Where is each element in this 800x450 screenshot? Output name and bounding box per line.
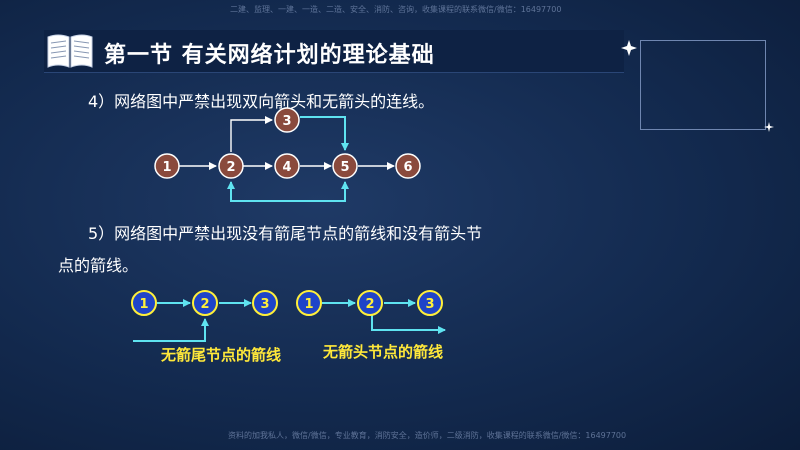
watermark-top: 二建、监理、一建、一造、二造、安全、消防、咨询，收集课程的联系微信/微信：164… [230, 5, 562, 14]
node: 3 [252, 290, 278, 316]
book-icon [47, 34, 93, 68]
edge-5-2-double-arrow [227, 181, 346, 202]
node: 1 [154, 153, 180, 179]
node: 1 [131, 290, 157, 316]
rule-4-text: 4）网络图中严禁出现双向箭头和无箭头的连线。 [88, 92, 435, 111]
node: 6 [395, 153, 421, 179]
node: 3 [274, 107, 300, 133]
node-label: 2 [226, 160, 235, 175]
node: 2 [218, 153, 244, 179]
node-label: 6 [403, 160, 412, 175]
node-label: 2 [200, 297, 209, 312]
watermark-bottom: 资料的加我私人，微信/微信，专业教育，消防安全，造价师，二级消防，收集课程的联系… [228, 431, 627, 440]
node: 5 [332, 153, 358, 179]
edge-3-5 [300, 116, 349, 151]
node-label: 1 [139, 297, 148, 312]
node: 2 [357, 290, 383, 316]
node: 4 [274, 153, 300, 179]
node: 3 [417, 290, 443, 316]
caption-no-head: 无箭头节点的箭线 [322, 343, 443, 361]
page-title: 第一节 有关网络计划的理论基础 [104, 43, 435, 68]
rule-5-text-line2: 点的箭线。 [58, 256, 139, 275]
caption-no-tail: 无箭尾节点的箭线 [160, 346, 281, 364]
rule-5-text-line1: 5）网络图中严禁出现没有箭尾节点的箭线和没有箭头节 [88, 224, 483, 243]
node-label: 1 [304, 297, 313, 312]
node-label: 1 [162, 160, 171, 175]
node-label: 4 [282, 160, 291, 175]
tail-less-arrow [133, 318, 209, 342]
head-less-arrow [371, 315, 446, 334]
node: 1 [296, 290, 322, 316]
title-bar [44, 30, 624, 73]
decorative-frame [640, 40, 766, 130]
edge-2-3 [230, 116, 273, 152]
node-label: 3 [282, 114, 291, 129]
node-label: 2 [365, 297, 374, 312]
node: 2 [192, 290, 218, 316]
node-label: 5 [340, 160, 349, 175]
node-label: 3 [425, 297, 434, 312]
node-label: 3 [260, 297, 269, 312]
